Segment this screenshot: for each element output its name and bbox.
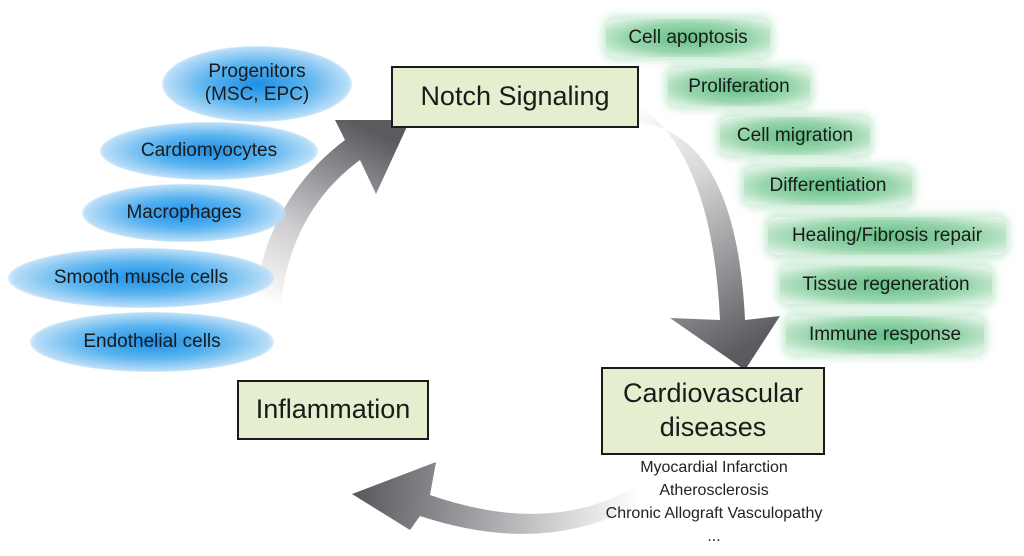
label-progenitors: Progenitors (MSC, EPC) [204, 61, 310, 105]
pill-cell-apoptosis: Cell apoptosis [606, 19, 770, 57]
label-inflammation: Inflammation [255, 394, 411, 425]
ellipse-cardiomyocytes: Cardiomyocytes [100, 122, 318, 180]
pill-immune-response: Immune response [786, 316, 984, 354]
label-endothelial-cells: Endothelial cells [83, 330, 221, 352]
disease-list: Myocardial Infarction Atherosclerosis Ch… [560, 456, 868, 548]
label-cell-migration: Cell migration [736, 125, 854, 146]
label-tissue-regeneration: Tissue regeneration [802, 274, 970, 295]
disease-item: Myocardial Infarction [640, 459, 788, 476]
label-cvd-line2: diseases [659, 412, 767, 442]
ellipse-smooth-muscle-cells: Smooth muscle cells [8, 248, 274, 308]
arrow-notch-to-cvd [628, 98, 780, 370]
pill-differentiation: Differentiation [744, 167, 912, 205]
arrow-inflammation-to-notch [251, 120, 410, 392]
pill-healing-fibrosis-repair: Healing/Fibrosis repair [768, 217, 1006, 255]
ellipse-endothelial-cells: Endothelial cells [30, 312, 274, 372]
disease-item: Chronic Allograft Vasculopathy [605, 505, 823, 522]
label-differentiation: Differentiation [769, 175, 887, 196]
label-immune-response: Immune response [808, 324, 962, 345]
node-cardiovascular-diseases: Cardiovascular diseases [601, 367, 825, 455]
label-proliferation: Proliferation [688, 76, 790, 97]
ellipse-progenitors: Progenitors (MSC, EPC) [162, 46, 352, 122]
disease-item: Atherosclerosis [659, 482, 769, 499]
disease-item: ... [707, 528, 721, 545]
label-macrophages: Macrophages [126, 201, 242, 223]
label-smooth-muscle-cells: Smooth muscle cells [53, 266, 229, 288]
ellipse-macrophages: Macrophages [82, 184, 286, 242]
node-notch-signaling: Notch Signaling [391, 66, 639, 128]
node-inflammation: Inflammation [237, 380, 429, 440]
label-cell-apoptosis: Cell apoptosis [628, 27, 748, 48]
pill-cell-migration: Cell migration [720, 117, 870, 155]
label-cvd-line1: Cardiovascular [622, 378, 804, 409]
arrow-cvd-to-inflammation [352, 462, 660, 534]
pill-tissue-regeneration: Tissue regeneration [780, 266, 992, 304]
label-healing-fibrosis-repair: Healing/Fibrosis repair [791, 225, 983, 246]
label-cardiomyocytes: Cardiomyocytes [140, 139, 278, 161]
pill-proliferation: Proliferation [668, 68, 810, 106]
label-notch-signaling: Notch Signaling [420, 81, 610, 112]
